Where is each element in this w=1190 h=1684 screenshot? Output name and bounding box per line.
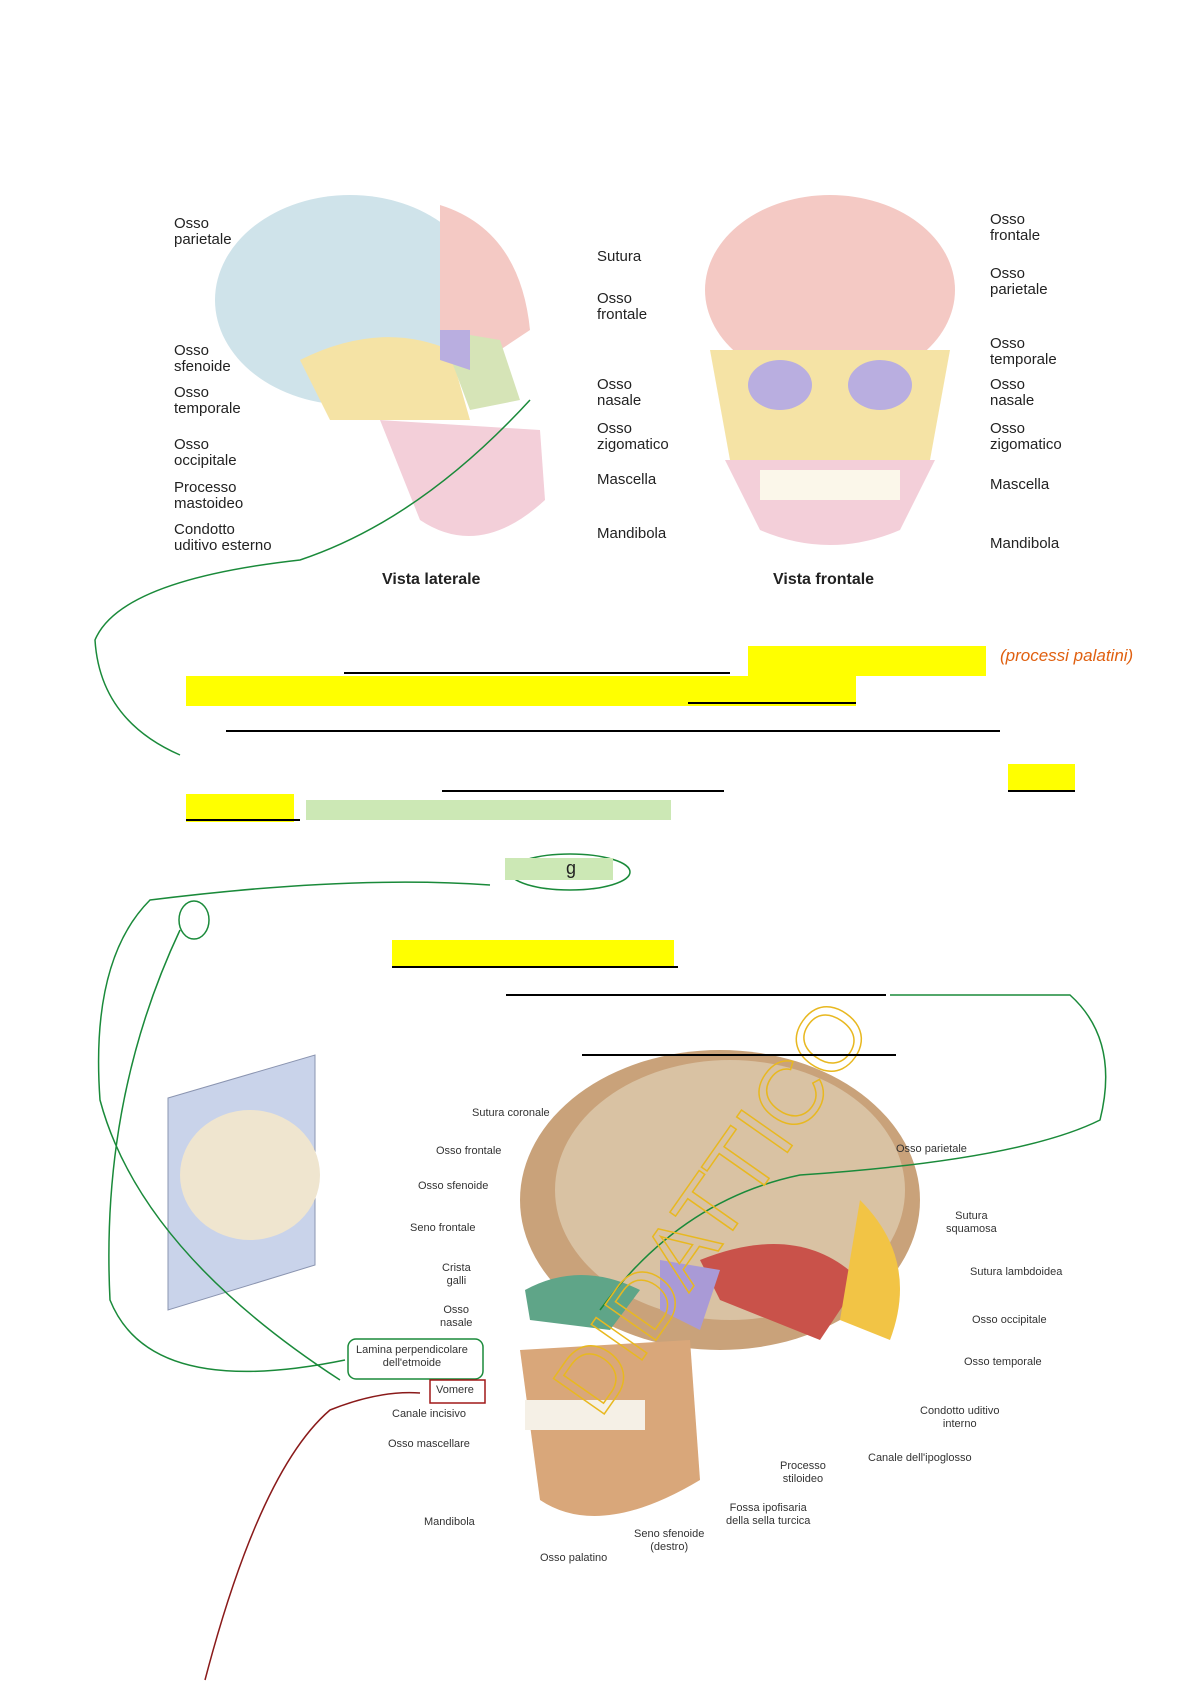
green-highlight: [306, 800, 671, 820]
label-canale-ipoglosso: Canale dell'ipoglosso: [868, 1452, 972, 1464]
green-highlight: [505, 858, 613, 880]
label-vomere: Vomere: [436, 1384, 474, 1396]
label-osso-occipitale: Osso occipitale: [972, 1314, 1047, 1326]
frontal-skull-illustration: [705, 195, 955, 545]
caption-frontal: Vista frontale: [773, 571, 875, 588]
label-sutura-lambdoidea: Sutura lambdoidea: [970, 1266, 1063, 1278]
label-seno-sfenoide: Seno sfenoide (destro): [634, 1528, 705, 1553]
label-condotto-uditivo-interno: Condotto uditivo interno: [920, 1405, 1000, 1430]
label-lamina-perpendicolare: Lamina perpendicolare dell'etmoide: [356, 1344, 468, 1369]
underline: [226, 730, 1000, 732]
highlight: [1008, 764, 1075, 792]
label-osso-frontale: Osso frontale: [436, 1145, 502, 1157]
underline: [186, 819, 300, 821]
orange-note: (processi palatini): [1000, 646, 1134, 665]
label-osso-temporale: Osso temporale: [990, 335, 1057, 368]
label-sutura-squamosa: Sutura squamosa: [946, 1210, 997, 1235]
label-mandibola: Mandibola: [597, 525, 667, 542]
label-osso-mascellare: Osso mascellare: [388, 1438, 470, 1450]
highlight: [748, 646, 986, 676]
label-processo-mastoideo: Processo mastoideo: [174, 479, 244, 512]
label-processo-stiloideo: Processo stiloideo: [780, 1460, 826, 1485]
label-osso-sfenoide: Osso sfenoide: [174, 342, 231, 375]
underline: [506, 994, 886, 996]
label-osso-zigomatico: Osso zigomatico: [990, 420, 1062, 453]
underline: [442, 790, 724, 792]
label-osso-nasale: Osso nasale: [990, 376, 1035, 409]
highlight: [186, 676, 856, 706]
label-osso-nasale: Osso nasale: [597, 376, 642, 409]
highlight: [392, 940, 674, 968]
label-osso-temporale: Osso temporale: [964, 1356, 1042, 1368]
label-osso-occipitale: Osso occipitale: [174, 436, 237, 469]
caption-lateral: Vista laterale: [382, 571, 481, 588]
label-sutura-coronale: Sutura coronale: [472, 1107, 550, 1119]
label-seno-frontale: Seno frontale: [410, 1222, 476, 1234]
label-osso-frontale: Osso frontale: [597, 290, 648, 323]
label-osso-temporale: Osso temporale: [174, 384, 241, 417]
underline: [344, 672, 730, 674]
underline: [392, 966, 678, 968]
label-fossa-ipofisaria: Fossa ipofisaria della sella turcica: [726, 1502, 811, 1527]
label-osso-parietale: Osso parietale: [990, 265, 1048, 298]
label-mascella: Mascella: [597, 471, 657, 488]
label-sutura: Sutura: [597, 248, 642, 265]
label-mandibola: Mandibola: [424, 1516, 475, 1528]
label-condotto-uditivo: Condotto uditivo esterno: [174, 521, 272, 554]
sagittal-skull-illustration: [167, 1050, 920, 1516]
label-osso-parietale: Osso parietale: [174, 215, 232, 248]
label-osso-palatino: Osso palatino: [540, 1552, 608, 1564]
underline: [688, 702, 856, 704]
lateral-skull-illustration: [215, 195, 545, 536]
underline: [582, 1054, 896, 1056]
label-osso-zigomatico: Osso zigomatico: [597, 420, 669, 453]
label-osso-sfenoide: Osso sfenoide: [418, 1180, 489, 1192]
label-osso-parietale: Osso parietale: [896, 1143, 967, 1155]
label-mascella: Mascella: [990, 476, 1050, 493]
label-mandibola: Mandibola: [990, 535, 1060, 552]
label-canale-incisivo: Canale incisivo: [392, 1408, 466, 1420]
green-letter: g: [566, 858, 577, 878]
highlight: [186, 794, 294, 822]
label-crista-galli: Crista galli: [442, 1262, 471, 1287]
label-osso-frontale: Osso frontale: [990, 211, 1041, 244]
underline: [1008, 790, 1075, 792]
label-osso-nasale: Osso nasale: [440, 1304, 473, 1329]
